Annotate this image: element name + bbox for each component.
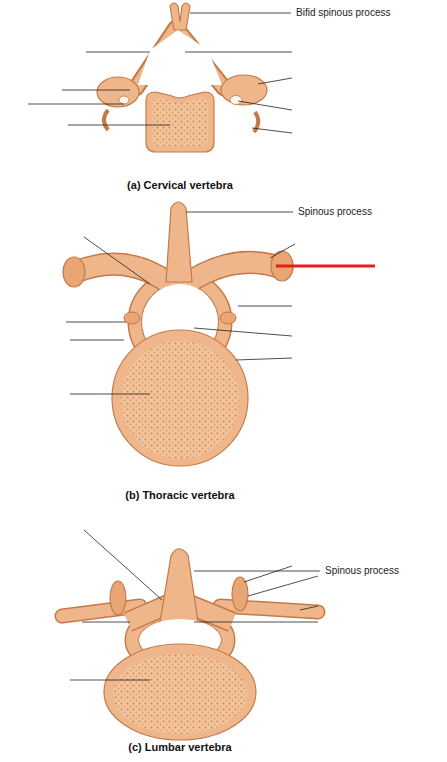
lumbar-vertebra [232, 577, 248, 611]
cervical-vertebra [221, 75, 267, 105]
leader-lines [236, 358, 292, 360]
lumbar-vertebra [110, 581, 126, 615]
lumbar-vertebra [160, 549, 198, 622]
thoracic-vertebra [63, 257, 85, 287]
leader-lines [70, 680, 150, 681]
thoracic-vertebra [124, 312, 140, 324]
cervical-vertebra [138, 30, 222, 85]
cervical-vertebra [152, 98, 208, 146]
cervical-vertebra [170, 3, 190, 30]
leader-lines [86, 52, 150, 53]
leader-lines [194, 571, 320, 572]
leader-lines [194, 328, 292, 336]
figure-caption: (c) Lumbar vertebra [128, 741, 231, 754]
leader-lines [185, 52, 292, 53]
leader-lines [70, 340, 124, 341]
leader-lines [252, 128, 292, 133]
cervical-vertebra [136, 28, 224, 88]
leader-lines [238, 306, 292, 307]
leader-lines [186, 212, 293, 213]
thoracic-vertebra [121, 341, 239, 459]
part-label: Bifid spinous process [296, 7, 391, 19]
leader-lines [300, 606, 318, 610]
thoracic-vertebra [63, 202, 293, 466]
lumbar-vertebra [113, 654, 247, 734]
leader-lines [190, 13, 291, 14]
leader-lines [258, 78, 292, 84]
thoracic-vertebra [166, 202, 192, 282]
thoracic-vertebra [220, 312, 236, 324]
leader-lines [238, 101, 292, 110]
lumbar-vertebra [104, 644, 256, 740]
leader-lines [70, 394, 150, 395]
thoracic-vertebra [112, 330, 248, 466]
leader-lines [66, 322, 126, 323]
leader-lines [248, 576, 318, 596]
lumbar-vertebra [62, 549, 318, 740]
leader-lines [270, 244, 295, 258]
cervical-vertebra [146, 92, 214, 152]
leader-lines [82, 622, 130, 623]
leader-lines [84, 237, 150, 284]
cervical-vertebra [119, 96, 129, 104]
leader-lines [28, 104, 124, 105]
part-label: Spinous process [298, 206, 372, 218]
leader-lines [28, 13, 320, 680]
leader-lines [84, 530, 162, 600]
figure-caption: (b) Thoracic vertebra [125, 489, 234, 502]
leader-lines [194, 622, 318, 623]
part-label: Spinous process [325, 565, 399, 577]
figure-caption: (a) Cervical vertebra [127, 179, 233, 192]
cervical-vertebra [97, 77, 139, 107]
cervical-vertebra [136, 28, 224, 88]
leader-lines [62, 90, 130, 91]
cervical-vertebra [104, 110, 108, 130]
leader-lines [68, 125, 170, 126]
red-marker-line [276, 265, 375, 268]
cervical-vertebra [97, 3, 267, 152]
leader-lines [244, 566, 292, 582]
cervical-vertebra [230, 96, 242, 105]
